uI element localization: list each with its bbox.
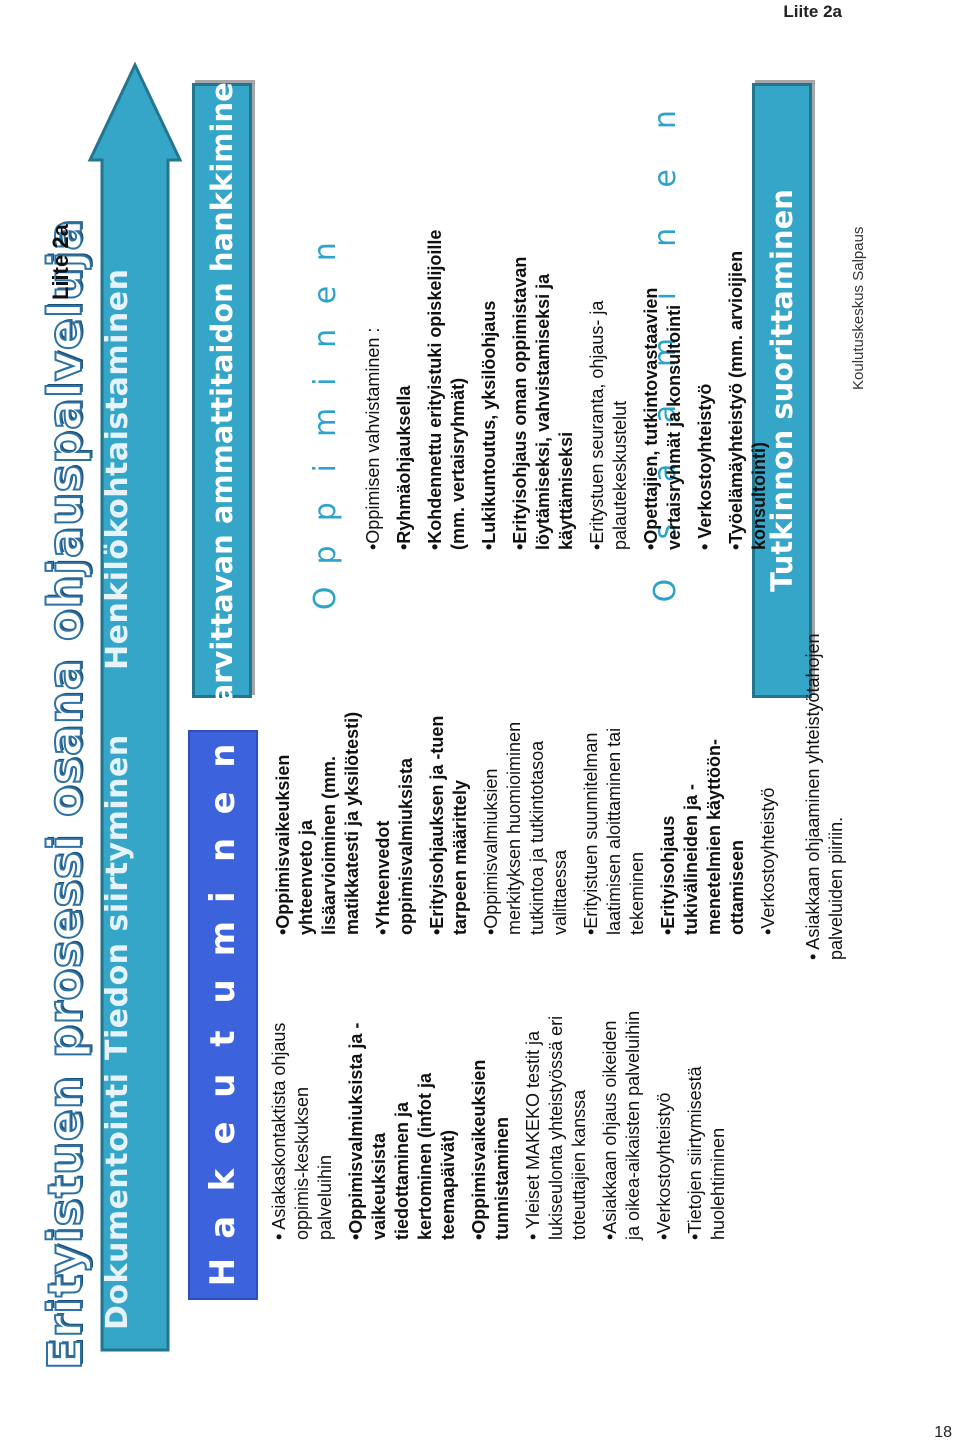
list-item: •Asiakkaan ohjaus oikeiden ja oikea-aika… [600, 1010, 643, 1240]
list-item: •Verkostoyhteistyö [758, 787, 778, 935]
stage-tiedon-siirtyminen: Tiedon siirtyminen [100, 734, 135, 1060]
list-item: • Yleiset MAKEKO testit ja lukiseulonta … [523, 1015, 589, 1240]
page-number: 18 [934, 1424, 952, 1441]
ribbon-letter: e [307, 285, 343, 305]
bar-letter: k [203, 1168, 243, 1192]
stage-henkilokohtaistaminen: Henkilökohtaistaminen [100, 268, 135, 670]
slide-liite-label: Liite 2a [48, 224, 73, 300]
bar-letter: a [203, 1215, 243, 1239]
list-item: •Työelämäyhteistyö (mm. arvioijien konsu… [726, 250, 769, 550]
bar-letter: i [203, 891, 243, 903]
list-item: •Erityistuen suunnitelman laatimisen alo… [581, 727, 647, 935]
ammattitaito-bar: Tarvittavan ammattitaidon hankkiminen [192, 62, 252, 719]
list-item: •Verkostoyhteistyö [654, 1092, 674, 1240]
list-item: •Yhteenvedot oppimisvalmiuksista [373, 757, 416, 935]
bar-letter: e [203, 1121, 243, 1145]
list-item: •Eritystuen seuranta, ohjaus- ja palaute… [587, 300, 630, 550]
list-item: •Tietojen siirtymisestä huolehtiminen [685, 1066, 728, 1240]
list-item: •Oppimisen vahvistaminen : [363, 327, 383, 550]
process-arrow [87, 61, 183, 1352]
page-liite-label: Liite 2a [783, 2, 842, 21]
ribbon-letter: e [647, 169, 683, 188]
list-item: •Erityisohjaus tukivälineiden ja -menete… [658, 738, 747, 935]
bar-letter: H [203, 1257, 243, 1287]
ribbon-letter: n [647, 110, 683, 130]
tiedon-siirtyminen-column: •Oppimisvaikeuksien yhteenveto ja lisäar… [272, 695, 788, 935]
bar-letter: e [203, 791, 243, 815]
process-slide: Erityistuen prosessi osana ohjauspalvelu… [37, 60, 870, 1390]
list-item: •Oppimisvaikeuksien tunnistaminen [469, 1059, 512, 1240]
list-item: •Opettajien, tutkintovastaavien vertaisr… [641, 287, 684, 550]
ribbon-letter: i [307, 464, 343, 473]
list-item: • Verkostoyhteistyö [695, 383, 715, 550]
ribbon-letter: n [307, 242, 343, 262]
bar-letter: u [203, 979, 243, 1004]
henkilokohtaistaminen-column: •Oppimisen vahvistaminen : •Ryhmäohjauks… [362, 220, 779, 550]
ribbon-letter: p [307, 545, 343, 565]
bar-letter: n [203, 743, 243, 768]
ribbon-letter: O [647, 578, 683, 603]
list-item: •Ryhmäohjauksella [394, 385, 414, 550]
slide-title: Erityistuen prosessi osana ohjauspalvelu… [37, 218, 93, 1371]
ribbon-letter: p [307, 502, 343, 522]
list-item: •Erityisohjaus oman oppimistavan löytämi… [510, 256, 576, 550]
stage-dokumentointi: Dokumentointi [100, 1072, 135, 1330]
bar-letter: m [203, 920, 243, 957]
list-item: •Oppimisvalmiuksista ja -vaikeuksista ti… [346, 1022, 458, 1240]
ribbon-letter: m [307, 407, 343, 438]
list-item: • Asiakaskontaktista ohjaus oppimis-kesk… [269, 1022, 335, 1240]
footer-note: • Asiakkaan ohjaaminen yhteistyötahojen … [803, 633, 846, 960]
bar-letter: u [203, 1073, 243, 1098]
ribbon-letter: i [307, 377, 343, 386]
list-item: •Oppimisvalmiuksien merkityksen huomioim… [481, 721, 570, 935]
bar-letter: n [203, 837, 243, 863]
list-item: •Oppimisvaikeuksien yhteenveto ja lisäar… [273, 711, 362, 935]
ribbon-letter: O [307, 586, 343, 611]
slide-footer: Koulutuskeskus Salpaus [850, 226, 867, 390]
hakeutuminen-bar: H a k e u t u m i n e n [188, 730, 258, 1300]
dokumentointi-column: • Asiakaskontaktista ohjaus oppimis-kesk… [268, 1010, 738, 1240]
list-item: •Kohdennettu erityistuki opiskelijoille … [425, 229, 468, 550]
list-item: •Lukikuntoutus, yksilöohjaus [479, 300, 499, 550]
bar-letter: t [203, 1030, 243, 1047]
ribbon-letter: n [307, 328, 343, 348]
oppiminen-ribbon: O p p i m i n e n [300, 230, 350, 620]
list-item: •Erityisohjauksen ja -tuen tarpeen määri… [427, 715, 470, 935]
